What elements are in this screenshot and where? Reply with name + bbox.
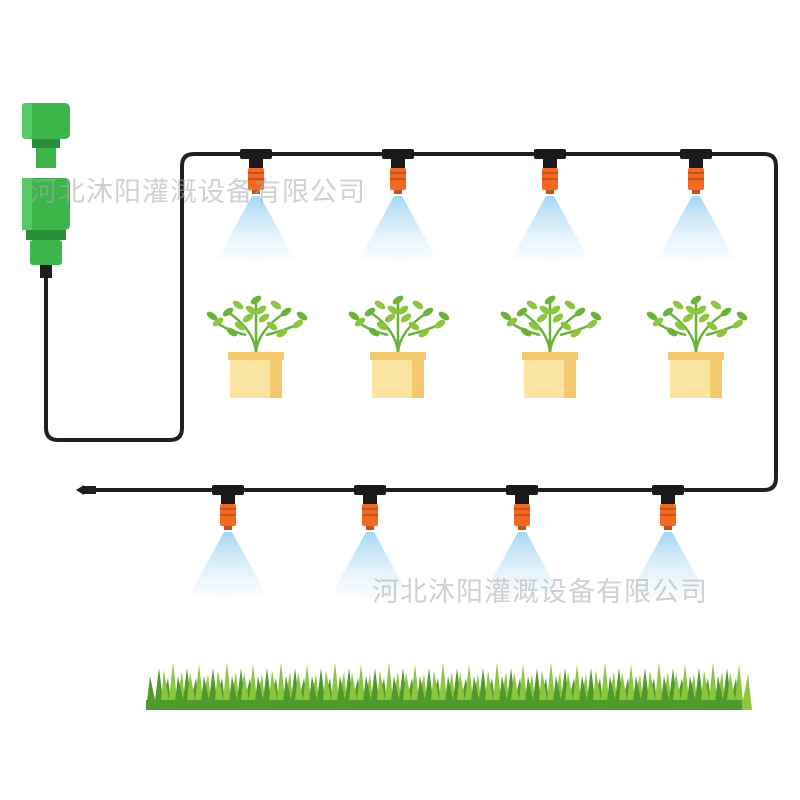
spray-icon bbox=[484, 532, 560, 599]
spray-icon bbox=[658, 196, 734, 263]
nozzle-icon bbox=[512, 149, 588, 263]
spray-icon bbox=[332, 532, 408, 599]
spray-icon bbox=[360, 196, 436, 263]
spray-icon bbox=[630, 532, 706, 599]
spray-icon bbox=[218, 196, 294, 263]
end-plug-icon bbox=[76, 485, 96, 495]
upper-nozzles bbox=[218, 149, 734, 263]
nozzle-icon bbox=[360, 149, 436, 263]
nozzle-icon bbox=[630, 485, 706, 599]
pipe-line bbox=[44, 152, 778, 492]
spray-icon bbox=[512, 196, 588, 263]
nozzle-icon bbox=[484, 485, 560, 599]
potted-plant-icon bbox=[348, 295, 450, 398]
grass-icon bbox=[146, 662, 752, 710]
watermark-bottom: 河北沐阳灌溉设备有限公司 bbox=[372, 577, 708, 608]
potted-plant-icon bbox=[206, 295, 308, 398]
nozzle-icon bbox=[658, 149, 734, 263]
potted-plants bbox=[206, 295, 748, 398]
watermark-top: 河北沐阳灌溉设备有限公司 bbox=[30, 177, 366, 208]
nozzle-icon bbox=[190, 485, 266, 599]
potted-plant-icon bbox=[500, 295, 602, 398]
spray-icon bbox=[190, 532, 266, 599]
lower-nozzles bbox=[190, 485, 706, 599]
nozzle-icon bbox=[332, 485, 408, 599]
nozzle-icon bbox=[218, 149, 294, 263]
potted-plant-icon bbox=[646, 295, 748, 398]
hose-connector-icon bbox=[22, 103, 70, 278]
